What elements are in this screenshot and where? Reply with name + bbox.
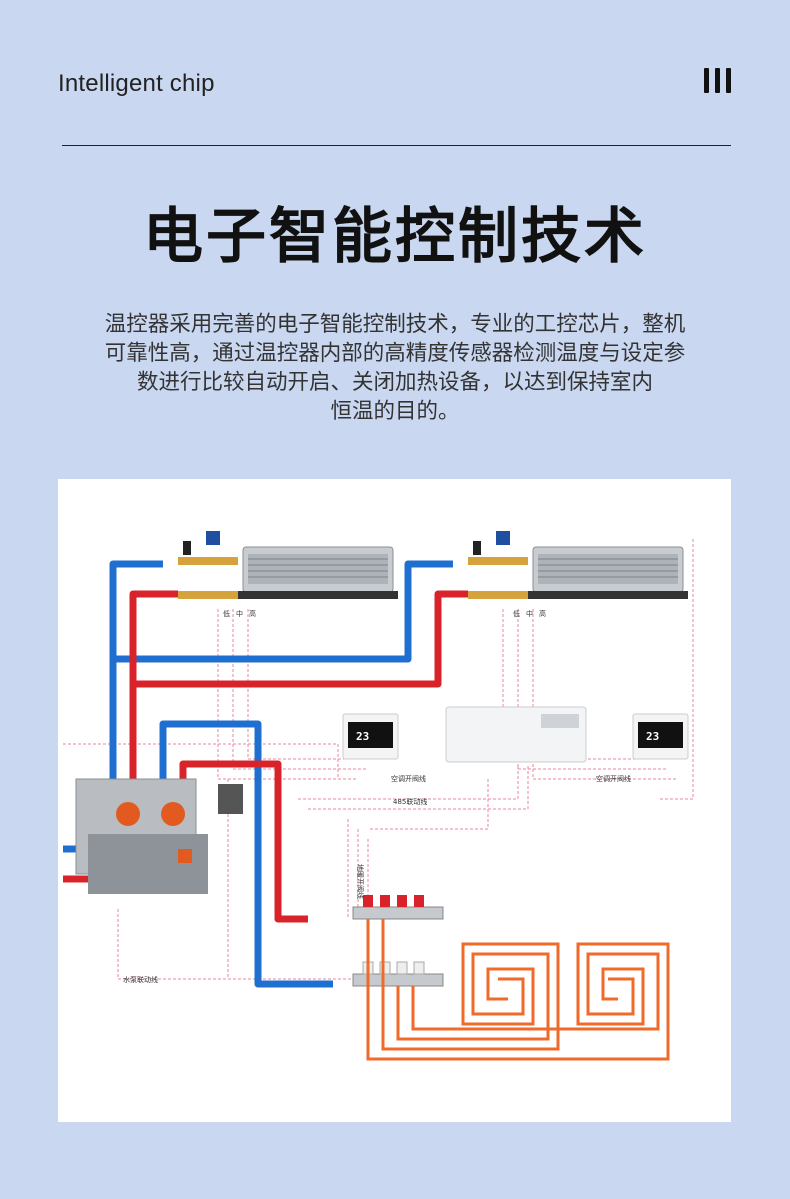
- ac-valve-line-label: 空调开阀线: [596, 774, 631, 783]
- header-label: Intelligent chip: [58, 70, 215, 97]
- ac-valve-line-label: 空调开阀线: [391, 774, 426, 783]
- description: 温控器采用完善的电子智能控制技术，专业的工控芯片，整机 可靠性高，通过温控器内部…: [55, 310, 735, 426]
- speed-label: 低: [223, 609, 230, 618]
- floor-heating-loops: [366, 919, 670, 1061]
- pump-station: [75, 778, 243, 894]
- central-controller: [445, 706, 587, 763]
- three-bars-icon[interactable]: [704, 68, 732, 94]
- system-diagram: 低 中 高 低 中 高 23: [58, 479, 731, 1122]
- thermostat-reading: 23: [646, 730, 659, 743]
- speed-label: 高: [249, 609, 256, 618]
- cold-pipes: [63, 560, 453, 988]
- system-diagram-svg: 低 中 高 低 中 高 23: [63, 531, 694, 1061]
- page-title: 电子智能控制技术: [143, 202, 647, 272]
- bus-485-line-label: 485联动线: [393, 797, 427, 806]
- manifold-supply: [352, 895, 444, 920]
- description-line: 温控器采用完善的电子智能控制技术，专业的工控芯片，整机: [104, 312, 686, 337]
- hot-pipes: [63, 590, 468, 923]
- description-line: 可靠性高，通过温控器内部的高精度传感器检测温度与设定参: [104, 341, 686, 366]
- speed-label: 高: [539, 609, 546, 618]
- speed-label: 中: [236, 609, 243, 618]
- thermostat-reading: 23: [356, 730, 369, 743]
- speed-label: 低: [513, 609, 520, 618]
- speed-label: 中: [526, 609, 533, 618]
- header-divider: [62, 145, 731, 146]
- description-line: 数进行比较自动开启、关闭加热设备，以达到保持室内: [136, 370, 653, 395]
- floor-valve-line-label: 地暖开阀线: [356, 864, 365, 899]
- fan-coil-unit-left: 低 中 高: [178, 531, 398, 618]
- fan-coil-unit-right: 低 中 高: [468, 531, 688, 618]
- thermostat-right: 23: [632, 713, 689, 760]
- thermostat-left: 23: [342, 713, 399, 760]
- description-line: 恒温的目的。: [330, 399, 460, 424]
- pump-link-line-label: 水泵联动线: [123, 975, 158, 984]
